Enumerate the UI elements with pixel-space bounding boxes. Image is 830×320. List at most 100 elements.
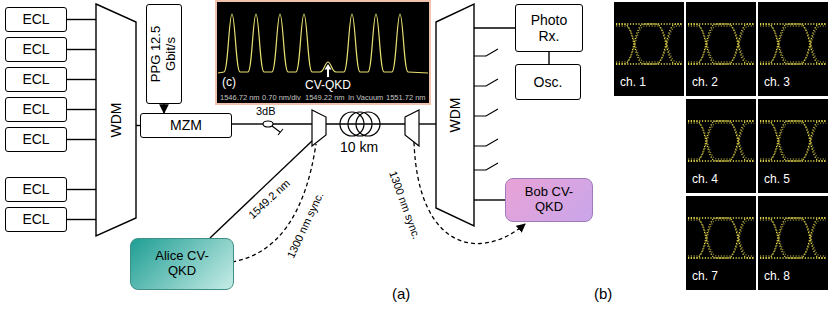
eye-panel-text: ch. 2 (692, 76, 718, 89)
fiber-connector (163, 104, 164, 113)
eye-panel-text: ch. 4 (692, 173, 718, 186)
eye-panel: ch. 4 (686, 99, 756, 193)
eye-panel: ch. 8 (758, 196, 828, 290)
fiber-connector (67, 49, 96, 50)
pattern-generator-text: PPG 12.5 Gbit/s (149, 10, 179, 98)
fiber-connector (474, 199, 505, 200)
inset-frame (216, 1, 430, 104)
fiber-line (273, 123, 312, 124)
eye-background (686, 2, 756, 96)
fiber-connector (67, 79, 96, 80)
eye-panel: ch. 5 (758, 99, 828, 193)
sync-label: 1300 nm sync. (284, 190, 325, 260)
sync-link (232, 144, 316, 262)
spectrum-inset-text: (c) (222, 76, 236, 89)
eye-panel-text: ch. 8 (764, 270, 790, 283)
eye-panel: ch. 7 (686, 196, 756, 290)
sync-label: 1300 nm sync. (387, 169, 423, 240)
oscilloscope-box-text: Osc. (534, 74, 563, 90)
figure-label: (b) (594, 286, 612, 303)
eye-background (758, 196, 828, 290)
receiver-box-text: Bob CV-QKD (516, 185, 582, 215)
modulator-box-text: MZM (170, 117, 202, 133)
laser-box-text: ECL (22, 211, 49, 227)
fiber-spool (356, 112, 380, 136)
laser-box: ECL (5, 67, 67, 92)
mux-symbol (312, 110, 326, 146)
laser-box: ECL (5, 177, 67, 202)
modulator-box: MZM (140, 113, 232, 138)
fiber-connector (67, 219, 96, 220)
fiber-line (419, 123, 436, 124)
eye-panel: ch. 3 (758, 2, 828, 96)
eye-diagram (688, 24, 754, 64)
eye-diagram (760, 24, 826, 64)
eye-panel: ch. 1 (614, 2, 684, 96)
laser-box-text: ECL (22, 71, 49, 87)
spectrum-inset-text: 1549.22 nm (305, 94, 345, 102)
pointer-arrow (327, 69, 329, 77)
loss-label: 3dB (256, 105, 276, 117)
coupler-symbol (263, 121, 273, 127)
eye-diagram (760, 121, 826, 161)
spectrum-inset-text: 1551.72 nm (386, 94, 426, 102)
wdm-mux: WDM (96, 4, 136, 236)
laser-box: ECL (5, 127, 67, 152)
wavelength-label: 1549.2 nm (246, 177, 292, 221)
fiber-line (326, 123, 405, 124)
eye-diagram (688, 218, 754, 258)
pointer-arrow (325, 64, 332, 70)
laser-box-text: ECL (22, 101, 49, 117)
fiber-connector (67, 109, 96, 110)
eye-diagram (760, 218, 826, 258)
laser-box-text: ECL (22, 181, 49, 197)
laser-box: ECL (5, 97, 67, 122)
eye-panel-text: ch. 3 (764, 76, 790, 89)
eye-panel-text: ch. 1 (620, 76, 646, 89)
transmitter-box: Alice CV-QKD (130, 238, 234, 290)
laser-box: ECL (5, 207, 67, 232)
wdm-outline (96, 4, 136, 236)
wdm-mux-text: WDM (108, 103, 124, 138)
eye-panel: ch. 2 (686, 2, 756, 96)
fiber-connector (67, 139, 96, 140)
eye-diagram (616, 24, 682, 64)
laser-box-text: ECL (22, 41, 49, 57)
receiver-box: Photo Rx. (515, 4, 583, 52)
fiber-connector (474, 27, 515, 28)
wdm-demux-text: WDM (447, 98, 463, 133)
eye-panel-text: ch. 7 (692, 270, 718, 283)
eye-diagram (688, 121, 754, 161)
spectrum-inset-text: 1546.72 nm (220, 94, 260, 102)
pattern-generator: PPG 12.5 Gbit/s (146, 4, 182, 104)
spectrum-inset-text: CV-QKD (305, 79, 351, 92)
eye-panel-text: ch. 5 (764, 173, 790, 186)
laser-box: ECL (5, 7, 67, 32)
eye-background (686, 99, 756, 193)
laser-box: ECL (5, 37, 67, 62)
spectrum-inset-text: 0.70 nm/div (262, 94, 301, 102)
coupler-port (272, 126, 283, 135)
demux-symbol (405, 110, 419, 146)
fiber-line (232, 123, 263, 124)
transmitter-box-text: Alice CV-QKD (149, 249, 215, 279)
fiber-connector (67, 189, 96, 190)
output-port (474, 49, 498, 170)
receiver-box: Bob CV-QKD (505, 178, 593, 222)
receiver-box-text: Photo Rx. (520, 12, 578, 44)
fiber-connector (67, 19, 96, 20)
spectrum-trace (218, 14, 428, 73)
distance-label: 10 km (340, 140, 378, 155)
wdm-outline (436, 4, 474, 226)
eye-background (758, 2, 828, 96)
eye-background (614, 2, 684, 96)
figure-label: (a) (392, 286, 410, 303)
fiber-connector (548, 52, 549, 64)
quantum-link (210, 141, 312, 238)
laser-box-text: ECL (22, 11, 49, 27)
spectrum-inset: (c) CV-QKD 1546.72 nm0.70 nm/div 1549.22 nm… (216, 0, 430, 104)
oscilloscope-box: Osc. (515, 64, 581, 100)
spectrum-inset-text: In Vacuum (348, 94, 383, 102)
laser-box-text: ECL (22, 131, 49, 147)
wdm-demux: WDM (436, 4, 474, 226)
